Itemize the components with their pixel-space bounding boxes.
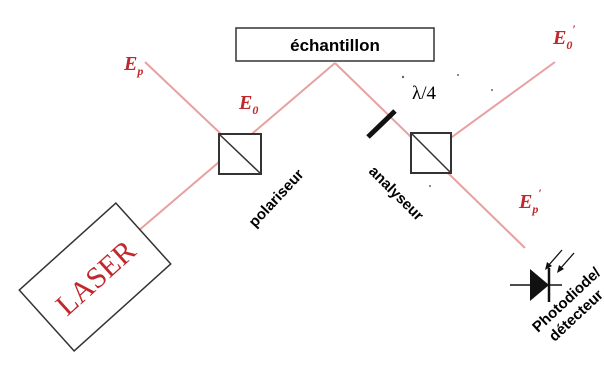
polarizer-diagonal bbox=[218, 133, 262, 175]
polarizer-label: polariseur bbox=[245, 166, 307, 231]
beam-paths bbox=[109, 61, 556, 256]
field-label-reflected-p: Ep′ bbox=[518, 186, 542, 216]
waveplate-bar bbox=[366, 109, 397, 139]
analyzer: analyseur bbox=[365, 132, 452, 224]
field-label-incident-0: E0 bbox=[238, 92, 258, 117]
detector-label: Photodiode/ détecteur bbox=[529, 264, 604, 345]
sample-label: échantillon bbox=[290, 36, 380, 55]
analyzer-diagonal bbox=[410, 132, 452, 174]
laser: LASER bbox=[18, 201, 172, 353]
quarter-wave-plate: λ/4 bbox=[366, 83, 436, 139]
waveplate-label: λ/4 bbox=[412, 83, 436, 104]
light-arrowhead-2 bbox=[557, 265, 564, 273]
field-label-reflected-0: E0′ bbox=[552, 22, 576, 52]
light-arrow-1 bbox=[547, 249, 563, 267]
sample: échantillon bbox=[235, 27, 435, 62]
field-label-incident-p: Ep bbox=[123, 53, 143, 78]
light-arrowhead-1 bbox=[545, 262, 552, 270]
light-arrow-2 bbox=[559, 252, 575, 270]
polarizer: polariseur bbox=[218, 133, 307, 231]
scan-specks bbox=[401, 74, 579, 291]
photodiode: Photodiode/ détecteur bbox=[510, 249, 604, 345]
sample-box bbox=[235, 27, 435, 62]
diode-triangle bbox=[530, 269, 549, 301]
laser-box bbox=[18, 201, 172, 353]
